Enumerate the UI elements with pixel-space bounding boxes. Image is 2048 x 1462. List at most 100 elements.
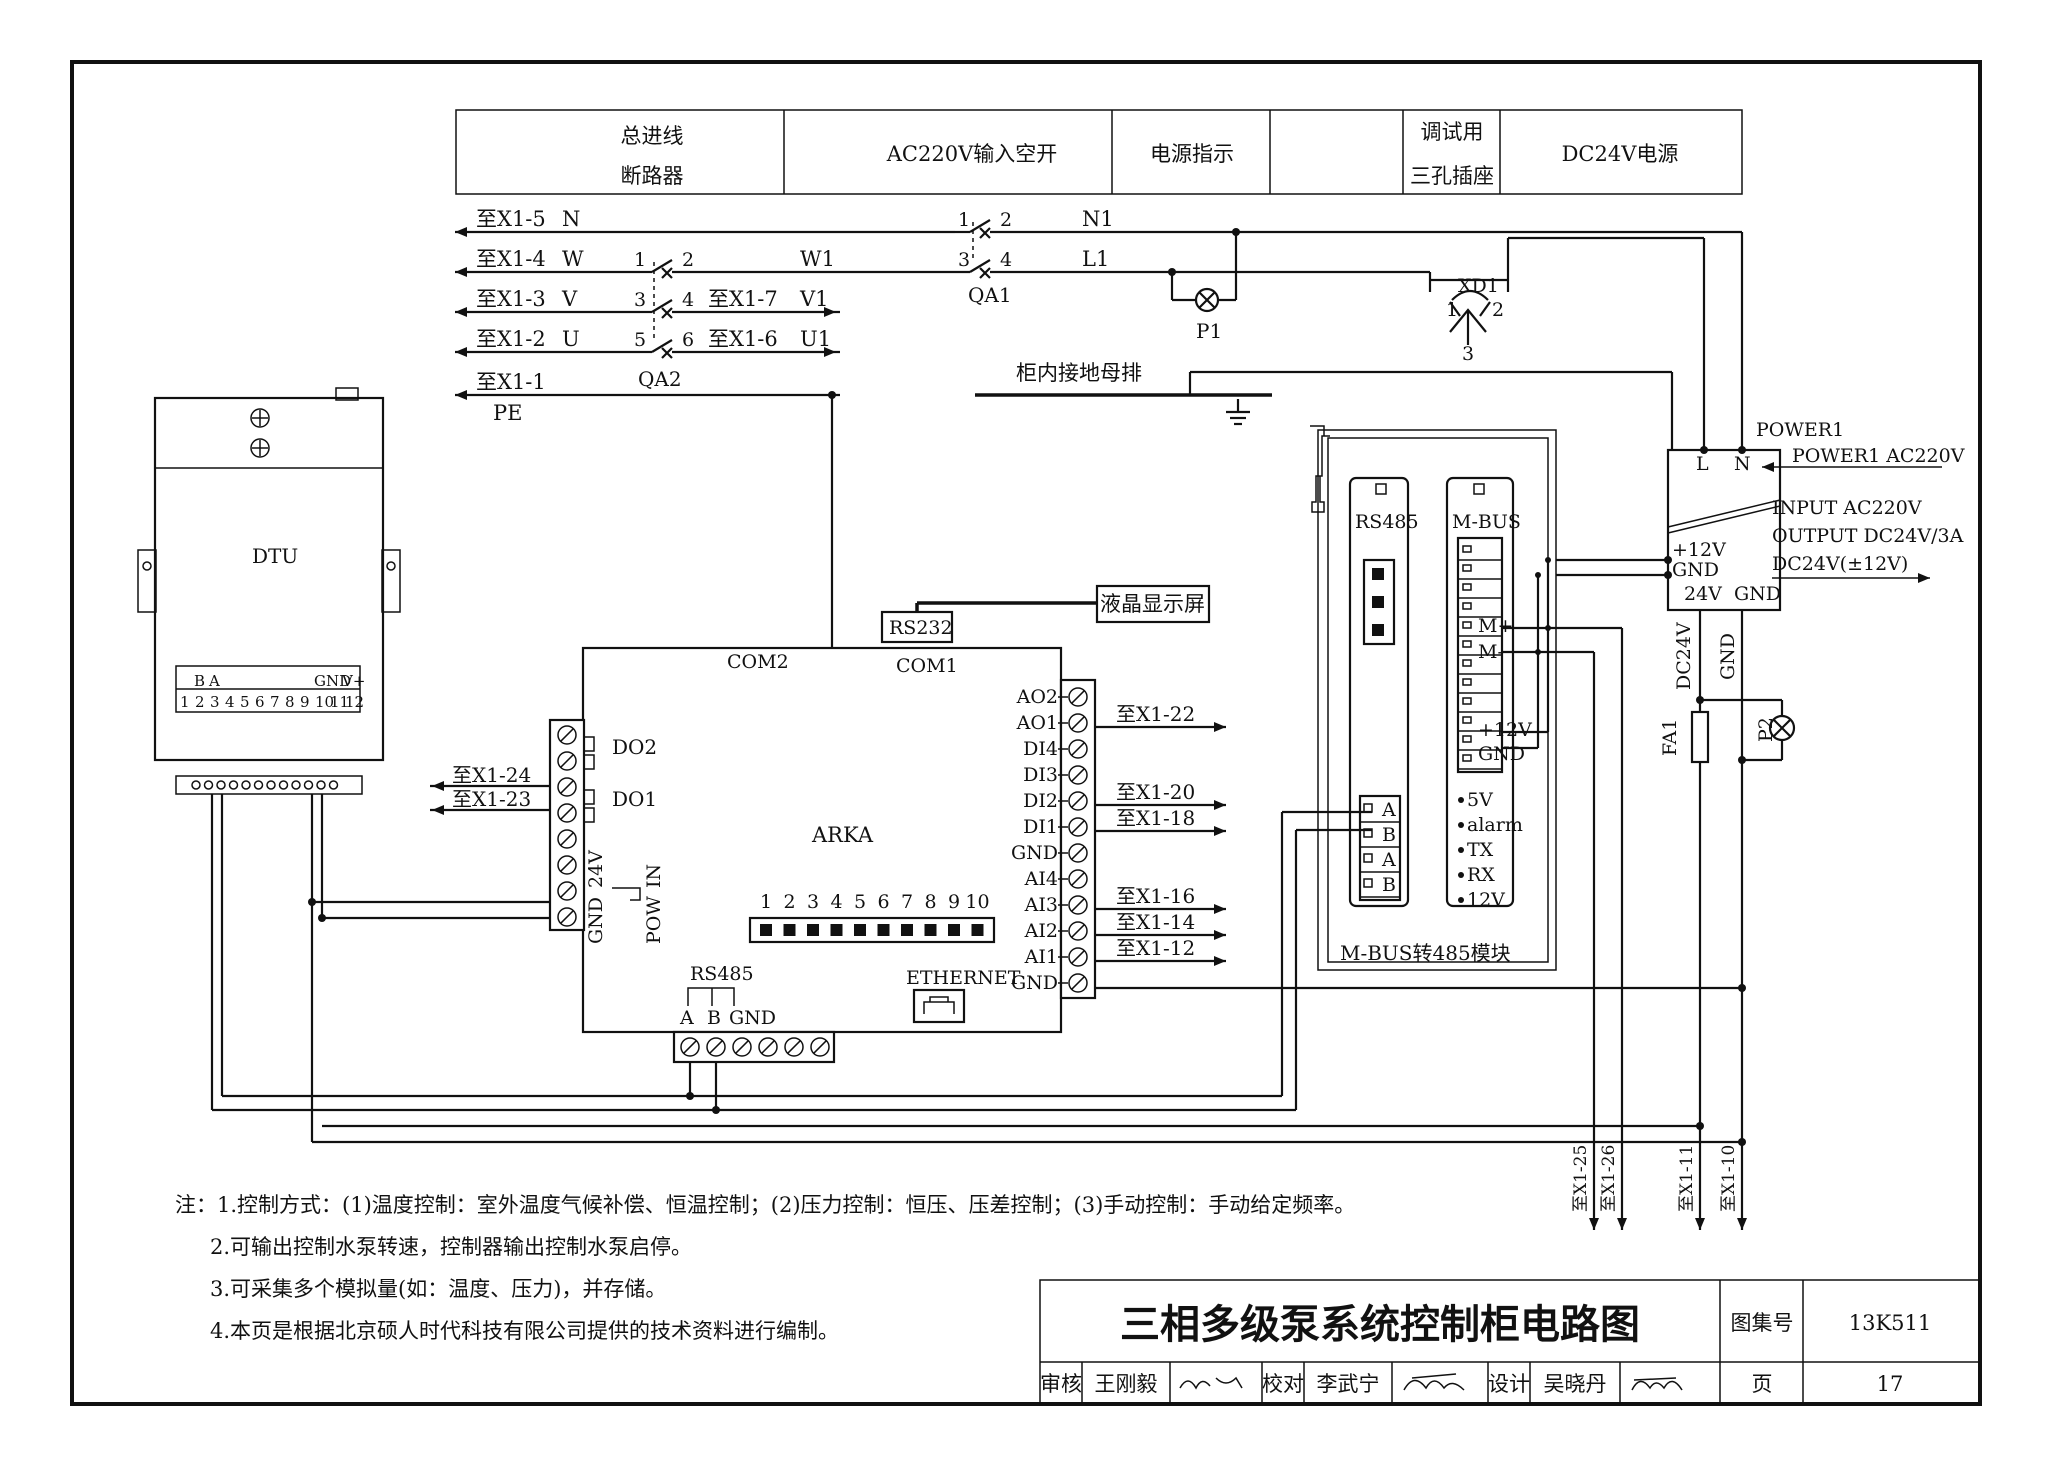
arka-bottom-screw [758,1037,778,1057]
arka-output-arrow [1214,826,1226,836]
dtu-pin-gnd: GND [314,672,351,690]
mbus-slot [1462,697,1472,705]
dip-lever [807,924,819,936]
phase-v: V [561,287,578,311]
mbus-led-dot [1458,797,1464,803]
header-cell-socket-line2: 三孔插座 [1410,164,1494,188]
rs232-label: RS232 [889,617,953,639]
lcd-display [1095,584,1211,624]
ps-pin-gnd-right: GND [1734,583,1781,605]
arka-output-arrow [1214,956,1226,966]
qa2-out-u1: U1 [800,327,831,351]
arka-output-arrow [1214,930,1226,940]
dtu-screw [303,780,314,790]
dtu-label: DTU [252,544,298,568]
dtu-terminal-screws [191,780,339,790]
dip-lever [877,924,890,936]
design-label: 设计 [1488,1372,1530,1396]
dtu-screw [191,780,201,790]
arka-right-pin-label: AI1 [1024,946,1058,968]
mbus-led-label: RX [1467,864,1495,886]
reviewer-signature [1179,1376,1243,1390]
arka-bottom-terminals [680,1037,830,1057]
p1-label: P1 [1196,319,1222,343]
dip-number: 9 [948,891,960,913]
qa1-pin-2: 2 [1000,209,1012,231]
arka-right-screw [1068,869,1088,889]
note-4: 4.本页是根据北京硕人时代科技有限公司提供的技术资料进行编制。 [210,1319,839,1343]
mbus-terminal-slots [1458,545,1502,770]
arka-left-screw [557,881,577,901]
arka-in: IN [643,864,665,888]
qa2-out-v1: V1 [799,287,829,311]
arka-output-terminal: 至X1-22 [1116,702,1195,726]
ps-vert-dc24v: DC24V [1673,622,1695,690]
mbus-slot [1462,545,1472,553]
ps-pin-24v: 24V [1684,583,1722,605]
mbus-pin-mminus: M- [1478,641,1504,663]
mbus-slot [1462,735,1472,743]
header-cell-breaker-line1: 总进线 [621,124,684,148]
qa2-pin-5: 5 [634,329,646,351]
dtu-screw [328,780,339,790]
xd1-label: XD1 [1458,275,1499,297]
drawing-title: 三相多级泵系统控制柜电路图 [1120,1301,1640,1348]
arka-do2: DO2 [612,735,657,759]
dtu-screw [203,780,214,790]
power-supply: L N +12V GND 24V GND POWER1 POWER1 AC220… [1502,232,1965,1230]
breaker-qa2: 1 2 3 4 5 6 QA2 至X1-7 至X1-6 W1 V1 U1 [634,247,840,391]
mbus-slot [1462,640,1472,648]
qa1-out-n1: N1 [1082,207,1114,231]
arka-bottom-screw [732,1037,752,1057]
dip-lever [901,924,913,936]
mbus-pin-12v: +12V [1478,719,1532,741]
ps-pin-12v: +12V [1672,539,1726,561]
dip-number: 4 [830,891,842,913]
arka-right-screw [1068,739,1088,759]
check-label: 校对 [1262,1372,1304,1396]
header-cell-breaker-line2: 断路器 [621,164,684,188]
header-cell-dc24v: DC24V电源 [1562,142,1679,166]
arka-right-screw [1068,765,1088,785]
dip-number: 1 [760,891,772,913]
mbus-led-label: 12V [1467,889,1505,911]
atlas-label: 图集号 [1731,1311,1794,1335]
arka-bottom-screw [680,1037,700,1057]
socket-xd1: XD1 1 2 3 [1236,238,1510,365]
dip-lever [948,924,960,936]
fuse-fa1 [1690,710,1710,764]
phase-u: U [562,327,580,351]
phase-n: N [562,207,580,231]
fa1-label: FA1 [1659,719,1681,756]
arka-ethernet: ETHERNET [906,967,1021,989]
header-table: 总进线 断路器 AC220V输入空开 电源指示 调试用 三孔插座 DC24V电源 [455,109,1743,195]
dtu-screw [278,780,289,790]
bottom-x1-26: 至X1-26 [1599,1145,1619,1212]
qa1-pin-3: 3 [958,249,970,271]
arka-left-screw [557,803,577,823]
arka-bottom-screw [810,1037,830,1057]
qa1-pin-4: 4 [1000,249,1012,271]
dtu-screw [316,780,326,790]
arka-right-pin-label: DI1 [1023,816,1058,838]
ps-pin-gnd-left: GND [1672,559,1719,581]
arka-left-screw [557,725,577,745]
dip-number: 2 [783,891,795,913]
mbus-mbus-label: M-BUS [1452,511,1521,533]
ps-pin-n: N [1734,453,1751,475]
mbus-ab-label: B [1382,824,1396,846]
arka-output-terminal: 至X1-14 [1116,910,1195,934]
sheet-frame [70,60,1982,1406]
mbus-slot [1462,754,1472,762]
arka-rs485-a: A [679,1007,694,1029]
arka-bottom-screw [784,1037,804,1057]
mbus-rs485-label: RS485 [1355,511,1419,533]
arka-right-pin-label: DI4 [1023,738,1058,760]
dtu-screw [266,780,276,790]
qa2-pin-4: 4 [682,289,694,311]
page-label: 页 [1752,1372,1773,1396]
arka-right-pin-label: GND [1011,842,1058,864]
